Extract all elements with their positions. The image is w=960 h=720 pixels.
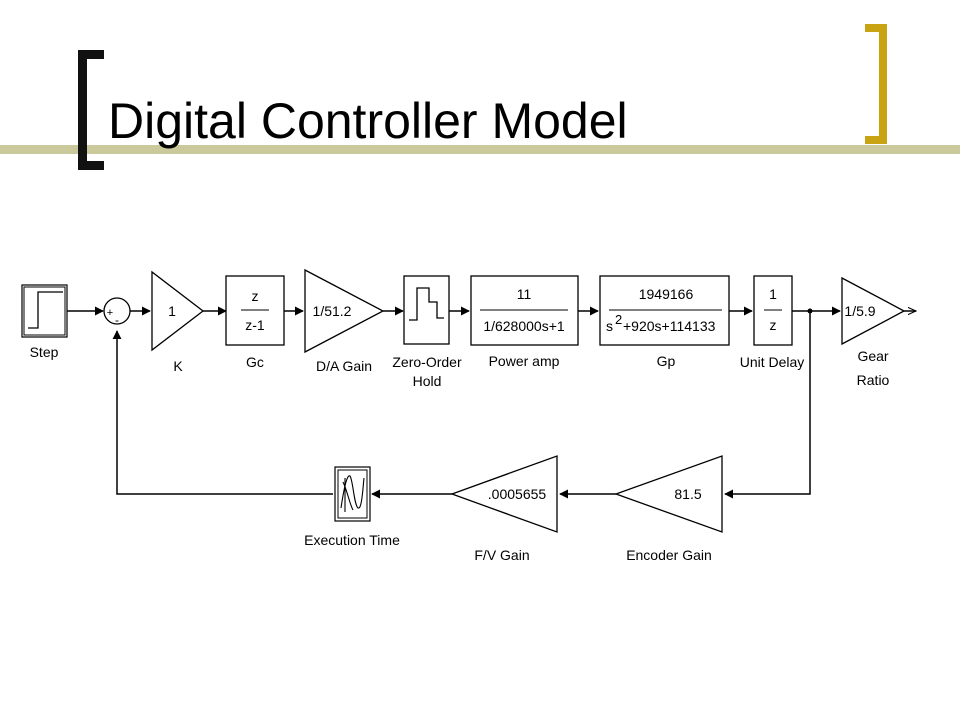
fv-gain-value: .0005655 xyxy=(488,486,547,502)
gp-numerator: 1949166 xyxy=(639,286,694,302)
gp-block[interactable]: 1949166 s 2 +920s+114133 Gp xyxy=(599,275,730,369)
gp-denominator-rest: +920s+114133 xyxy=(623,318,716,334)
unit-delay-denominator: z xyxy=(770,317,777,333)
left-bracket xyxy=(78,50,104,170)
page-title: Digital Controller Model xyxy=(108,93,628,149)
gear-ratio-block[interactable]: 1/5.9 Gear Ratio xyxy=(841,276,906,388)
power-amp-denominator: 1/628000s+1 xyxy=(483,318,565,334)
da-gain-block[interactable]: 1/51.2 D/A Gain xyxy=(304,268,385,374)
da-gain-label: D/A Gain xyxy=(316,358,372,374)
gear-ratio-value: 1/5.9 xyxy=(844,303,875,319)
gear-ratio-label-line1: Gear xyxy=(857,348,888,364)
sum-block[interactable]: + - xyxy=(103,297,131,327)
step-label: Step xyxy=(30,344,59,360)
signal-lines xyxy=(67,306,916,499)
transport-delay-icon xyxy=(340,475,365,512)
unit-delay-numerator: 1 xyxy=(769,286,777,302)
gp-denominator-s: s xyxy=(606,318,613,334)
gc-label: Gc xyxy=(246,354,264,370)
fv-gain-block[interactable]: .0005655 F/V Gain xyxy=(450,455,558,563)
encoder-gain-label: Encoder Gain xyxy=(626,547,712,563)
encoder-gain-block[interactable]: 81.5 Encoder Gain xyxy=(614,455,723,563)
title-rule xyxy=(0,145,960,154)
branch-point xyxy=(807,308,813,314)
da-gain-value: 1/51.2 xyxy=(313,303,352,319)
power-amp-numerator: 11 xyxy=(517,286,532,302)
gc-denominator: z-1 xyxy=(245,317,265,333)
right-bracket xyxy=(865,24,887,144)
fv-gain-label: F/V Gain xyxy=(474,547,529,563)
k-gain-label: K xyxy=(173,358,183,374)
k-gain-block[interactable]: 1 K xyxy=(151,270,205,374)
execution-time-block[interactable]: Execution Time xyxy=(304,466,400,548)
power-amp-label: Power amp xyxy=(489,353,560,369)
zoh-label-line2: Hold xyxy=(413,373,442,389)
gc-block[interactable]: z z-1 Gc xyxy=(225,275,285,370)
unit-delay-block[interactable]: 1 z Unit Delay xyxy=(740,275,805,370)
gp-denominator-exponent: 2 xyxy=(615,312,622,327)
encoder-gain-value: 81.5 xyxy=(674,486,701,502)
gear-ratio-label-line2: Ratio xyxy=(857,372,890,388)
unit-delay-label: Unit Delay xyxy=(740,354,805,370)
staircase-icon xyxy=(409,287,444,321)
execution-time-label: Execution Time xyxy=(304,532,400,548)
step-block[interactable]: Step xyxy=(21,284,68,360)
gp-label: Gp xyxy=(657,353,676,369)
zero-order-hold-block[interactable]: Zero-Order Hold xyxy=(392,275,462,389)
zoh-label-line1: Zero-Order xyxy=(392,354,462,370)
power-amp-block[interactable]: 11 1/628000s+1 Power amp xyxy=(470,275,579,369)
sum-minus-sign: - xyxy=(115,313,119,327)
gc-numerator: z xyxy=(252,288,259,304)
step-icon xyxy=(28,291,63,329)
sum-plus-sign: + xyxy=(107,307,113,319)
k-gain-value: 1 xyxy=(168,303,176,319)
